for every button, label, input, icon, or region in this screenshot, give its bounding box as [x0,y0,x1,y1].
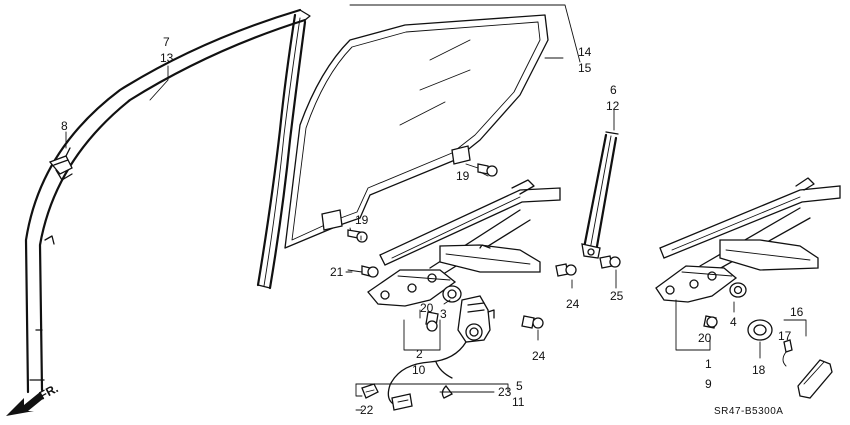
window-motor [387,295,495,411]
callout-17: 17 [778,329,792,343]
callout-11: 11 [512,395,525,409]
washer [442,285,462,303]
wire-clip [361,383,379,399]
front-window-regulator [367,179,561,307]
callout-12: 12 [606,99,620,113]
bolt [703,315,718,329]
callout-10: 10 [412,363,426,377]
callout-1: 1 [705,357,712,371]
rear-window-regulator [655,177,841,303]
callout-19-lower: 19 [355,213,369,227]
callout-4: 4 [730,315,737,329]
molding-clip [48,147,73,181]
callout-22: 22 [360,403,374,417]
callout-6: 6 [610,83,617,97]
bolt [555,263,577,277]
escutcheon [747,319,773,341]
bolt [347,227,368,243]
run-channel [256,13,307,290]
callout-15: 15 [578,61,592,75]
front-arrow-icon [6,392,44,416]
callout-labels: 7 13 8 14 15 6 12 19 19 21 3 20 2 10 5 1… [61,35,804,417]
callout-16: 16 [790,305,804,319]
callout-13: 13 [160,51,174,65]
bolt [599,255,621,269]
door-glass [284,14,549,249]
callout-24-center: 24 [532,349,546,363]
callout-14: 14 [578,45,592,59]
door-sash-channel [24,8,311,394]
callout-8: 8 [61,119,68,133]
callout-18: 18 [752,363,766,377]
callout-19-upper: 19 [456,169,470,183]
bolt [347,265,379,278]
diagram-code: SR47-B5300A [714,406,783,417]
callout-24-right: 24 [566,297,580,311]
bolt [465,163,498,177]
callout-21: 21 [330,265,344,279]
leader-line [349,4,581,63]
callout-20-rear: 20 [698,331,712,345]
callout-25: 25 [610,289,624,303]
callout-7: 7 [163,35,170,49]
callout-23: 23 [498,385,512,399]
bolt [521,315,544,329]
washer [729,282,747,298]
window-handle [782,339,833,399]
bolt [425,311,439,332]
leader-lines [65,65,807,411]
callout-2: 2 [416,347,423,361]
callout-3: 3 [440,307,447,321]
callout-20-front: 20 [420,301,434,315]
callout-9: 9 [705,377,712,391]
front-direction-marker: FR. [6,381,60,416]
rear-run-channel [581,131,619,259]
callout-5: 5 [516,379,523,393]
